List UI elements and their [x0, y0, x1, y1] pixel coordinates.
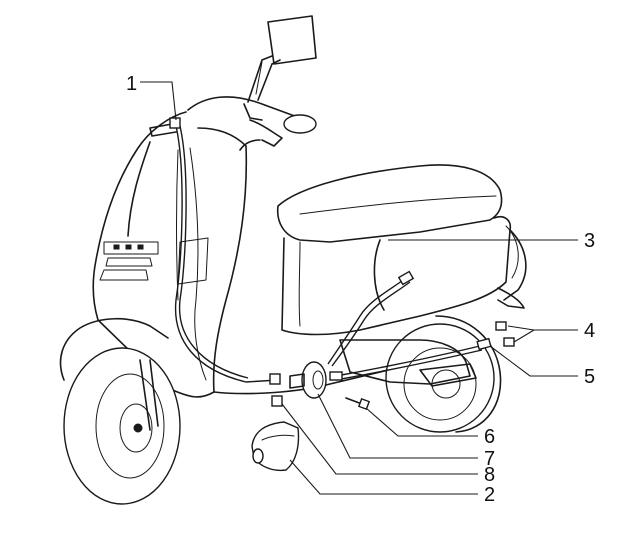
rear-wheel	[339, 315, 502, 433]
leader-2	[289, 459, 478, 495]
leader-1	[140, 81, 177, 121]
mirror	[247, 15, 317, 103]
callout-6: 6	[484, 426, 495, 448]
callout-1: 1	[126, 73, 137, 95]
callout-3: 3	[584, 230, 595, 252]
scooter-illustration	[59, 15, 527, 505]
cable-1	[169, 117, 281, 385]
seat	[276, 164, 503, 243]
cover-2	[251, 421, 300, 472]
handlebar	[149, 96, 317, 147]
callout-labels: 1 3 4 5 6 7 8 2	[126, 73, 595, 506]
front-wheel	[59, 317, 181, 505]
leader-8	[281, 403, 478, 475]
callout-7: 7	[484, 448, 495, 470]
leader-6	[365, 407, 478, 437]
screw-6	[345, 397, 371, 411]
callout-4: 4	[584, 320, 595, 342]
callout-8: 8	[484, 464, 495, 486]
leader-7	[317, 393, 478, 459]
callout-5: 5	[584, 366, 595, 388]
leader-4	[507, 325, 578, 343]
clamp-8	[271, 395, 283, 407]
front-shield	[92, 111, 261, 393]
cable-3	[327, 270, 415, 367]
leader-5	[489, 345, 578, 377]
leader-lines	[140, 81, 578, 495]
cable-5	[329, 337, 492, 381]
rear-body	[281, 215, 527, 336]
bolt-4	[495, 321, 515, 347]
callout-2: 2	[484, 484, 495, 506]
drive-gear-7	[289, 361, 327, 399]
